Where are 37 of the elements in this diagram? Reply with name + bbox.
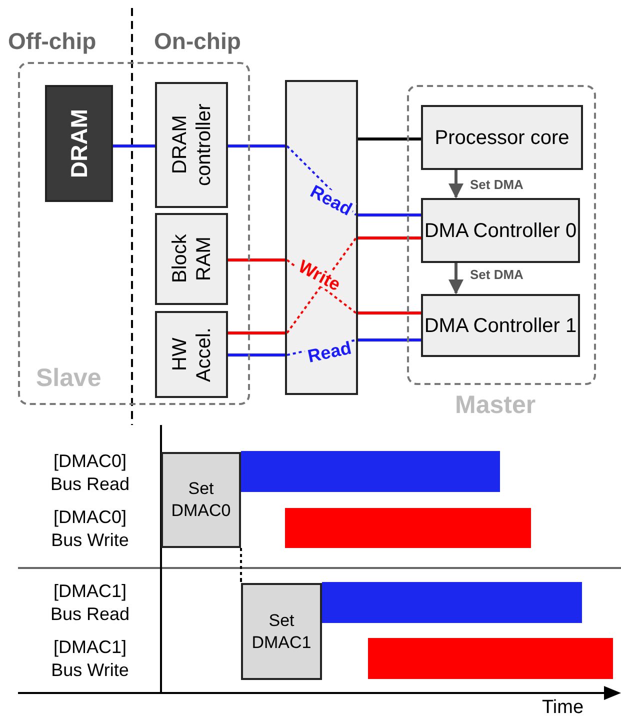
connector: [228, 332, 285, 334]
row-label: [DMAC1] Bus Read: [49, 580, 131, 626]
processor-block: Processor core: [421, 105, 583, 170]
bus-interconnect: [285, 80, 358, 395]
accelerator-block: HW Accel.: [155, 311, 228, 398]
connector: [228, 354, 285, 356]
connector: [240, 548, 242, 582]
connector: [448, 170, 464, 198]
connector: [358, 236, 421, 240]
row-label: [DMAC0] Bus Read: [49, 450, 131, 496]
group-label: Master: [455, 391, 536, 420]
timing-bar: [322, 582, 582, 623]
connector: [358, 312, 421, 314]
slave-group: [18, 62, 250, 405]
timing-bar: [285, 508, 531, 548]
setup-block: Set DMAC1: [241, 583, 322, 680]
region-label: Off-chip: [8, 28, 96, 55]
connector: [358, 338, 421, 342]
connector: [448, 263, 464, 294]
region-label: On-chip: [154, 28, 241, 55]
axis-label: Time: [542, 697, 584, 718]
controller-block: DMA Controller 1: [421, 294, 580, 357]
connector: [358, 138, 421, 140]
row-label: [DMAC0] Bus Write: [50, 506, 130, 552]
memory-block: DRAM: [45, 85, 113, 202]
timing-bar: [241, 451, 500, 492]
controller-block: DMA Controller 0: [421, 198, 580, 263]
row-label: [DMAC1] Bus Write: [50, 636, 130, 682]
memory-block: Block RAM: [155, 213, 228, 305]
connector: [358, 214, 421, 216]
timing-bar: [368, 638, 613, 679]
controller-block: DRAM controller: [155, 82, 228, 208]
setup-block: Set DMAC0: [161, 452, 241, 548]
connector: [228, 258, 285, 262]
connector: [228, 144, 285, 148]
group-label: Slave: [36, 364, 102, 393]
connector: [113, 144, 155, 148]
